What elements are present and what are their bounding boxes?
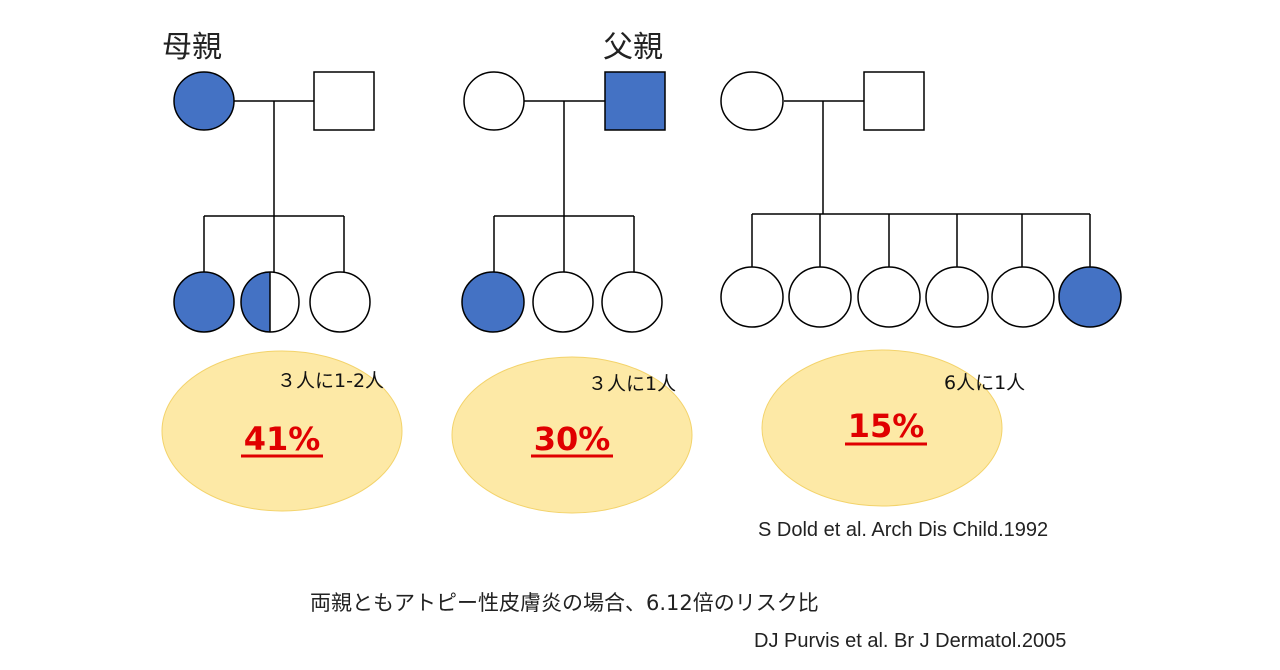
father-unaffected-symbol	[313, 71, 375, 131]
child-unaffected-symbol	[788, 266, 852, 328]
mother-unaffected-symbol	[463, 71, 525, 131]
percent-text: 30%	[534, 420, 611, 458]
child-unaffected-symbol	[925, 266, 989, 328]
risk-ellipse-shape	[761, 349, 1003, 507]
child-unaffected-symbol	[532, 271, 594, 333]
ratio-text: ３人に1人	[588, 373, 676, 395]
child-unaffected-symbol	[857, 266, 921, 328]
citation-dold: S Dold et al. Arch Dis Child.1992	[758, 519, 1048, 541]
child-unaffected-symbol	[720, 266, 784, 328]
child-affected-symbol	[461, 271, 525, 333]
ratio-text: 6人に1人	[944, 372, 1025, 394]
footer-note: 両親ともアトピー性皮膚炎の場合、6.12倍のリスク比	[310, 591, 819, 615]
percent-text: 41%	[244, 420, 321, 458]
citation-purvis: DJ Purvis et al. Br J Dermatol.2005	[754, 630, 1066, 652]
father-label: 父親	[603, 30, 663, 65]
mother-affected-symbol	[173, 71, 235, 131]
family-parents-unaffected	[720, 71, 1122, 328]
mother-label: 母親	[162, 30, 222, 65]
risk-ellipse-3: 6人に1人 15%	[761, 349, 1025, 507]
percent-text: 15%	[848, 407, 925, 445]
risk-ellipse-shape	[161, 350, 403, 512]
ratio-text: ３人に1-2人	[277, 370, 384, 392]
risk-ellipse-shape	[451, 356, 693, 514]
family-father-affected	[461, 71, 666, 333]
father-affected-symbol	[604, 71, 666, 131]
father-unaffected-symbol	[863, 71, 925, 131]
mother-unaffected-symbol	[720, 71, 784, 131]
risk-ellipse-1: ３人に1-2人 41%	[161, 350, 403, 512]
child-unaffected-symbol	[309, 271, 371, 333]
child-affected-symbol	[173, 271, 235, 333]
child-half-affected-fill	[241, 272, 270, 332]
child-unaffected-symbol	[991, 266, 1055, 328]
child-affected-symbol	[1058, 266, 1122, 328]
family-mother-affected	[173, 71, 375, 333]
risk-ellipse-2: ３人に1人 30%	[451, 356, 693, 514]
child-unaffected-symbol	[601, 271, 663, 333]
